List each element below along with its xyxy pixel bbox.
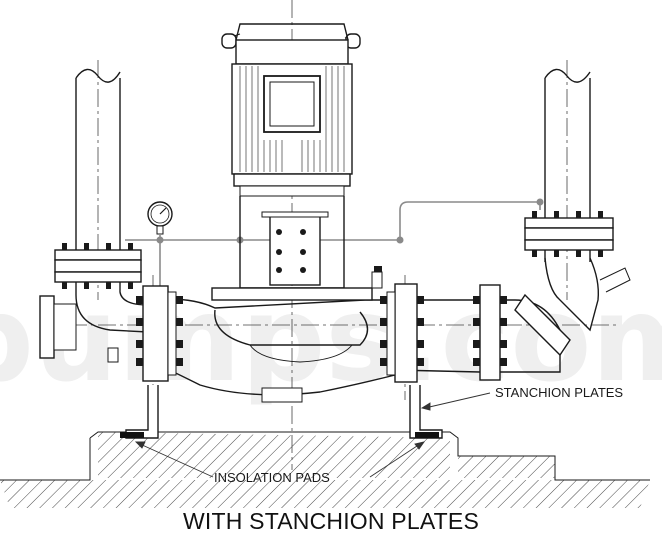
strainer [514,257,631,357]
figure-caption: WITH STANCHION PLATES [183,508,479,534]
stanchion-plate-right [409,385,443,439]
left-main-flange [136,285,183,382]
right-vertical-pipe [524,68,614,262]
insolation-pad-right [415,432,439,438]
concrete-base [0,431,650,508]
leader-lines [134,392,491,478]
insolation-pads-label: INSOLATION PADS [214,470,330,485]
pump-bracket [211,196,383,301]
right-main-flange [380,283,424,383]
pressure-gauge-icon [147,201,173,235]
left-vertical-pipe [54,68,149,333]
motor [221,23,361,197]
insolation-pad-left [120,432,144,438]
valve-flange [473,284,507,381]
stanchion-plates-label: STANCHION PLATES [495,385,623,400]
left-stub-flange [39,295,119,363]
